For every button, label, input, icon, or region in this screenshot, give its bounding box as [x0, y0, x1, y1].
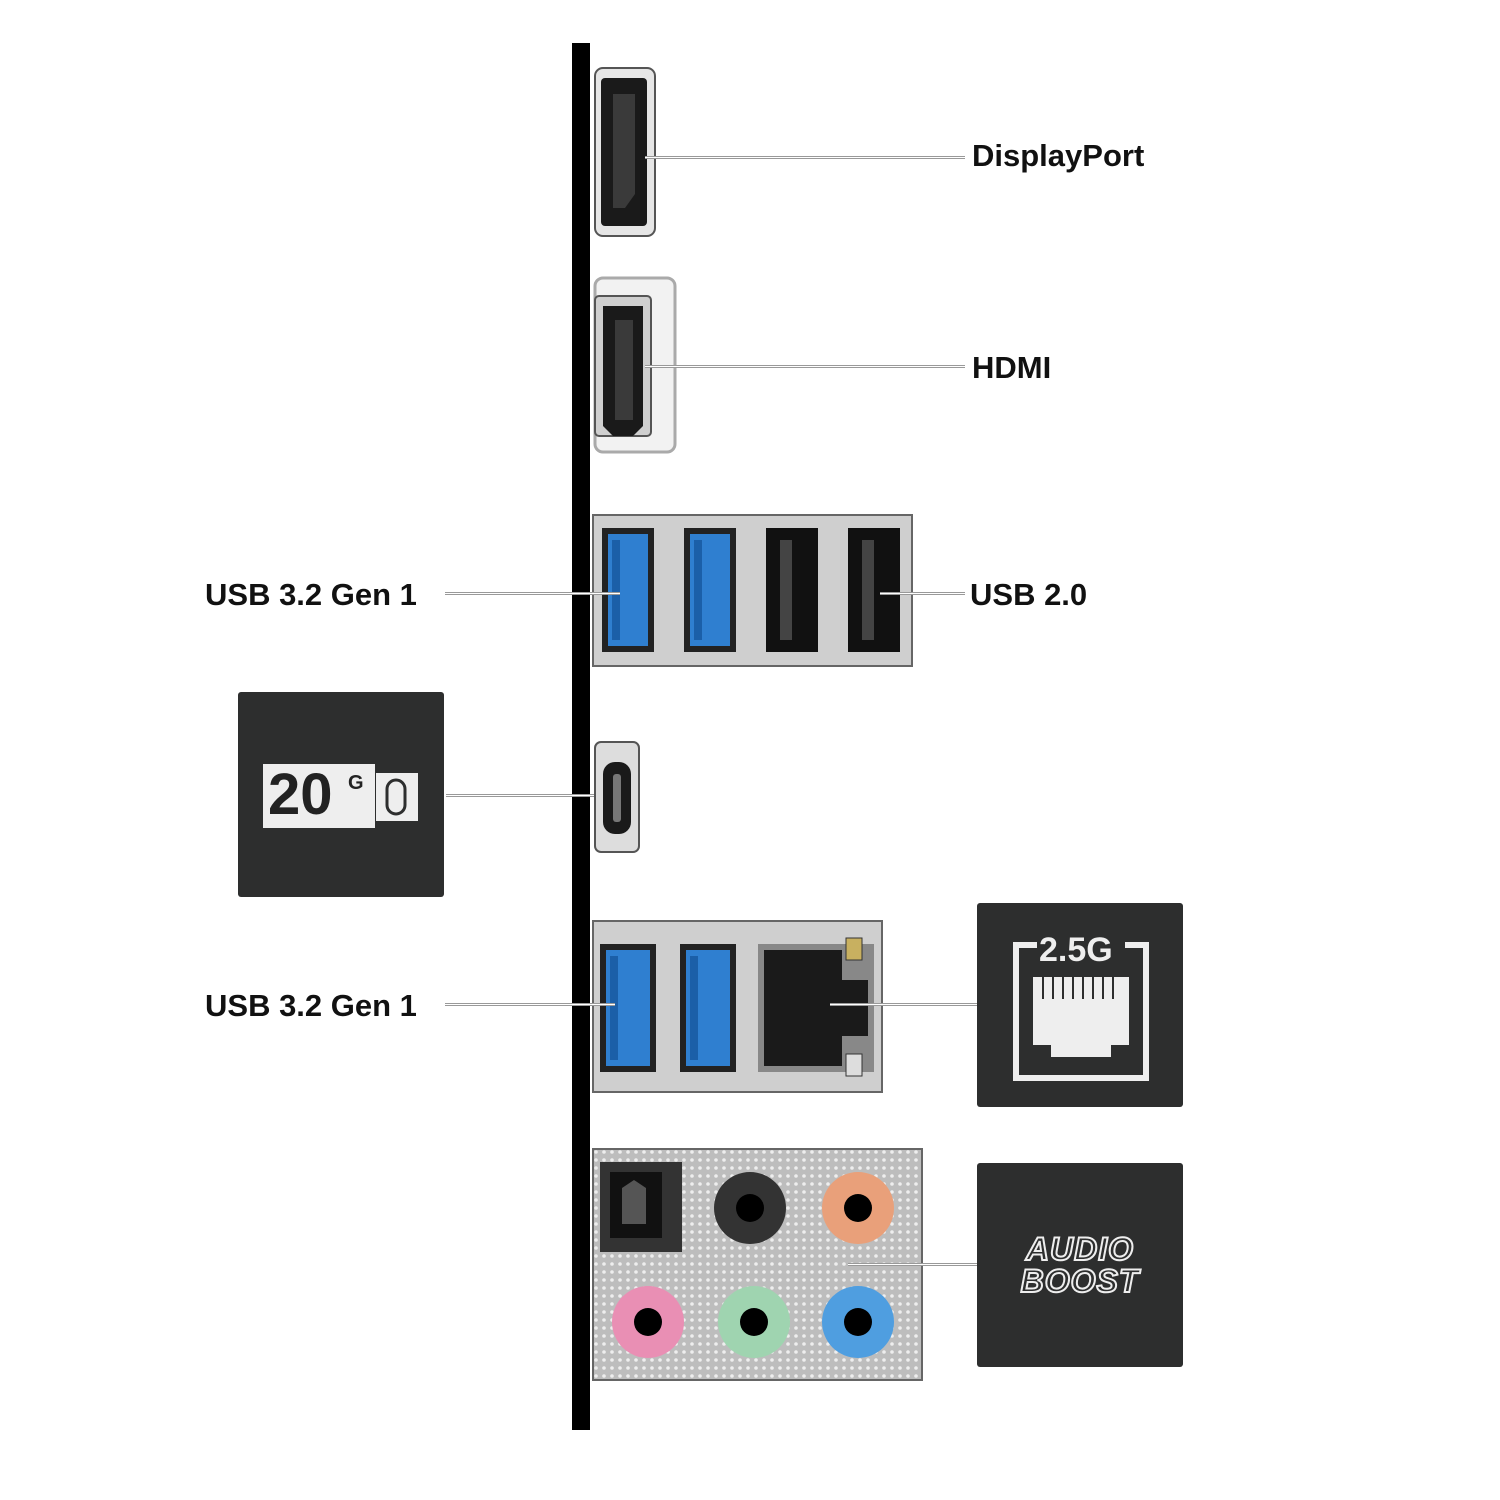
usb-port-block-top — [592, 514, 913, 667]
lan-leader-line — [830, 1003, 978, 1006]
usb3-port — [684, 528, 736, 652]
usb2-port — [766, 528, 818, 652]
audio-jack-black — [714, 1172, 786, 1244]
usbc-icon — [376, 773, 418, 821]
usb2-leader-line — [880, 592, 965, 595]
audio-leader-line — [848, 1263, 978, 1266]
usb3-port — [600, 944, 656, 1072]
optical-spdif-port — [600, 1162, 682, 1252]
usb3-port — [680, 944, 736, 1072]
usbc-speed-tag — [263, 764, 375, 828]
audio-jack-pink — [612, 1286, 684, 1358]
audio-jack-orange — [822, 1172, 894, 1244]
audio-boost-line1: AUDIO — [1025, 1231, 1135, 1267]
usbc-speed-unit: G — [348, 772, 364, 794]
audio-boost-badge: AUDIO BOOST — [977, 1163, 1183, 1367]
displayport-connector — [594, 67, 656, 237]
lan-25g-badge: 2.5G — [977, 903, 1183, 1107]
usbc-speed-value: 20 — [268, 762, 333, 827]
usbc-connector — [594, 741, 640, 853]
usb-gen1-top-leader-line — [445, 592, 620, 595]
displayport-label: DisplayPort — [972, 138, 1145, 173]
audio-jack-green — [718, 1286, 790, 1358]
rj45-port — [758, 937, 874, 1077]
audio-jack-blue — [822, 1286, 894, 1358]
usb2-label: USB 2.0 — [970, 577, 1088, 612]
displayport-leader-line — [645, 156, 965, 159]
lan-speed-text: 2.5G — [1039, 931, 1113, 969]
hdmi-label: HDMI — [972, 350, 1052, 385]
usbc-leader-line — [446, 794, 622, 797]
usb-lan-block — [592, 920, 883, 1093]
usb-gen1-top-label: USB 3.2 Gen 1 — [205, 577, 417, 612]
audio-boost-line2: BOOST — [1020, 1263, 1140, 1299]
hdmi-leader-line — [645, 365, 965, 368]
usb3-port — [602, 528, 654, 652]
ethernet-icon — [1013, 939, 1149, 1081]
io-shield-bar — [572, 43, 590, 1430]
usb2-port — [848, 528, 900, 652]
hdmi-connector — [593, 276, 677, 454]
usbc-20g-badge: 20 G — [238, 692, 444, 897]
usb-gen1-bottom-label: USB 3.2 Gen 1 — [205, 988, 417, 1023]
usb-gen1-bottom-leader-line — [445, 1003, 615, 1006]
